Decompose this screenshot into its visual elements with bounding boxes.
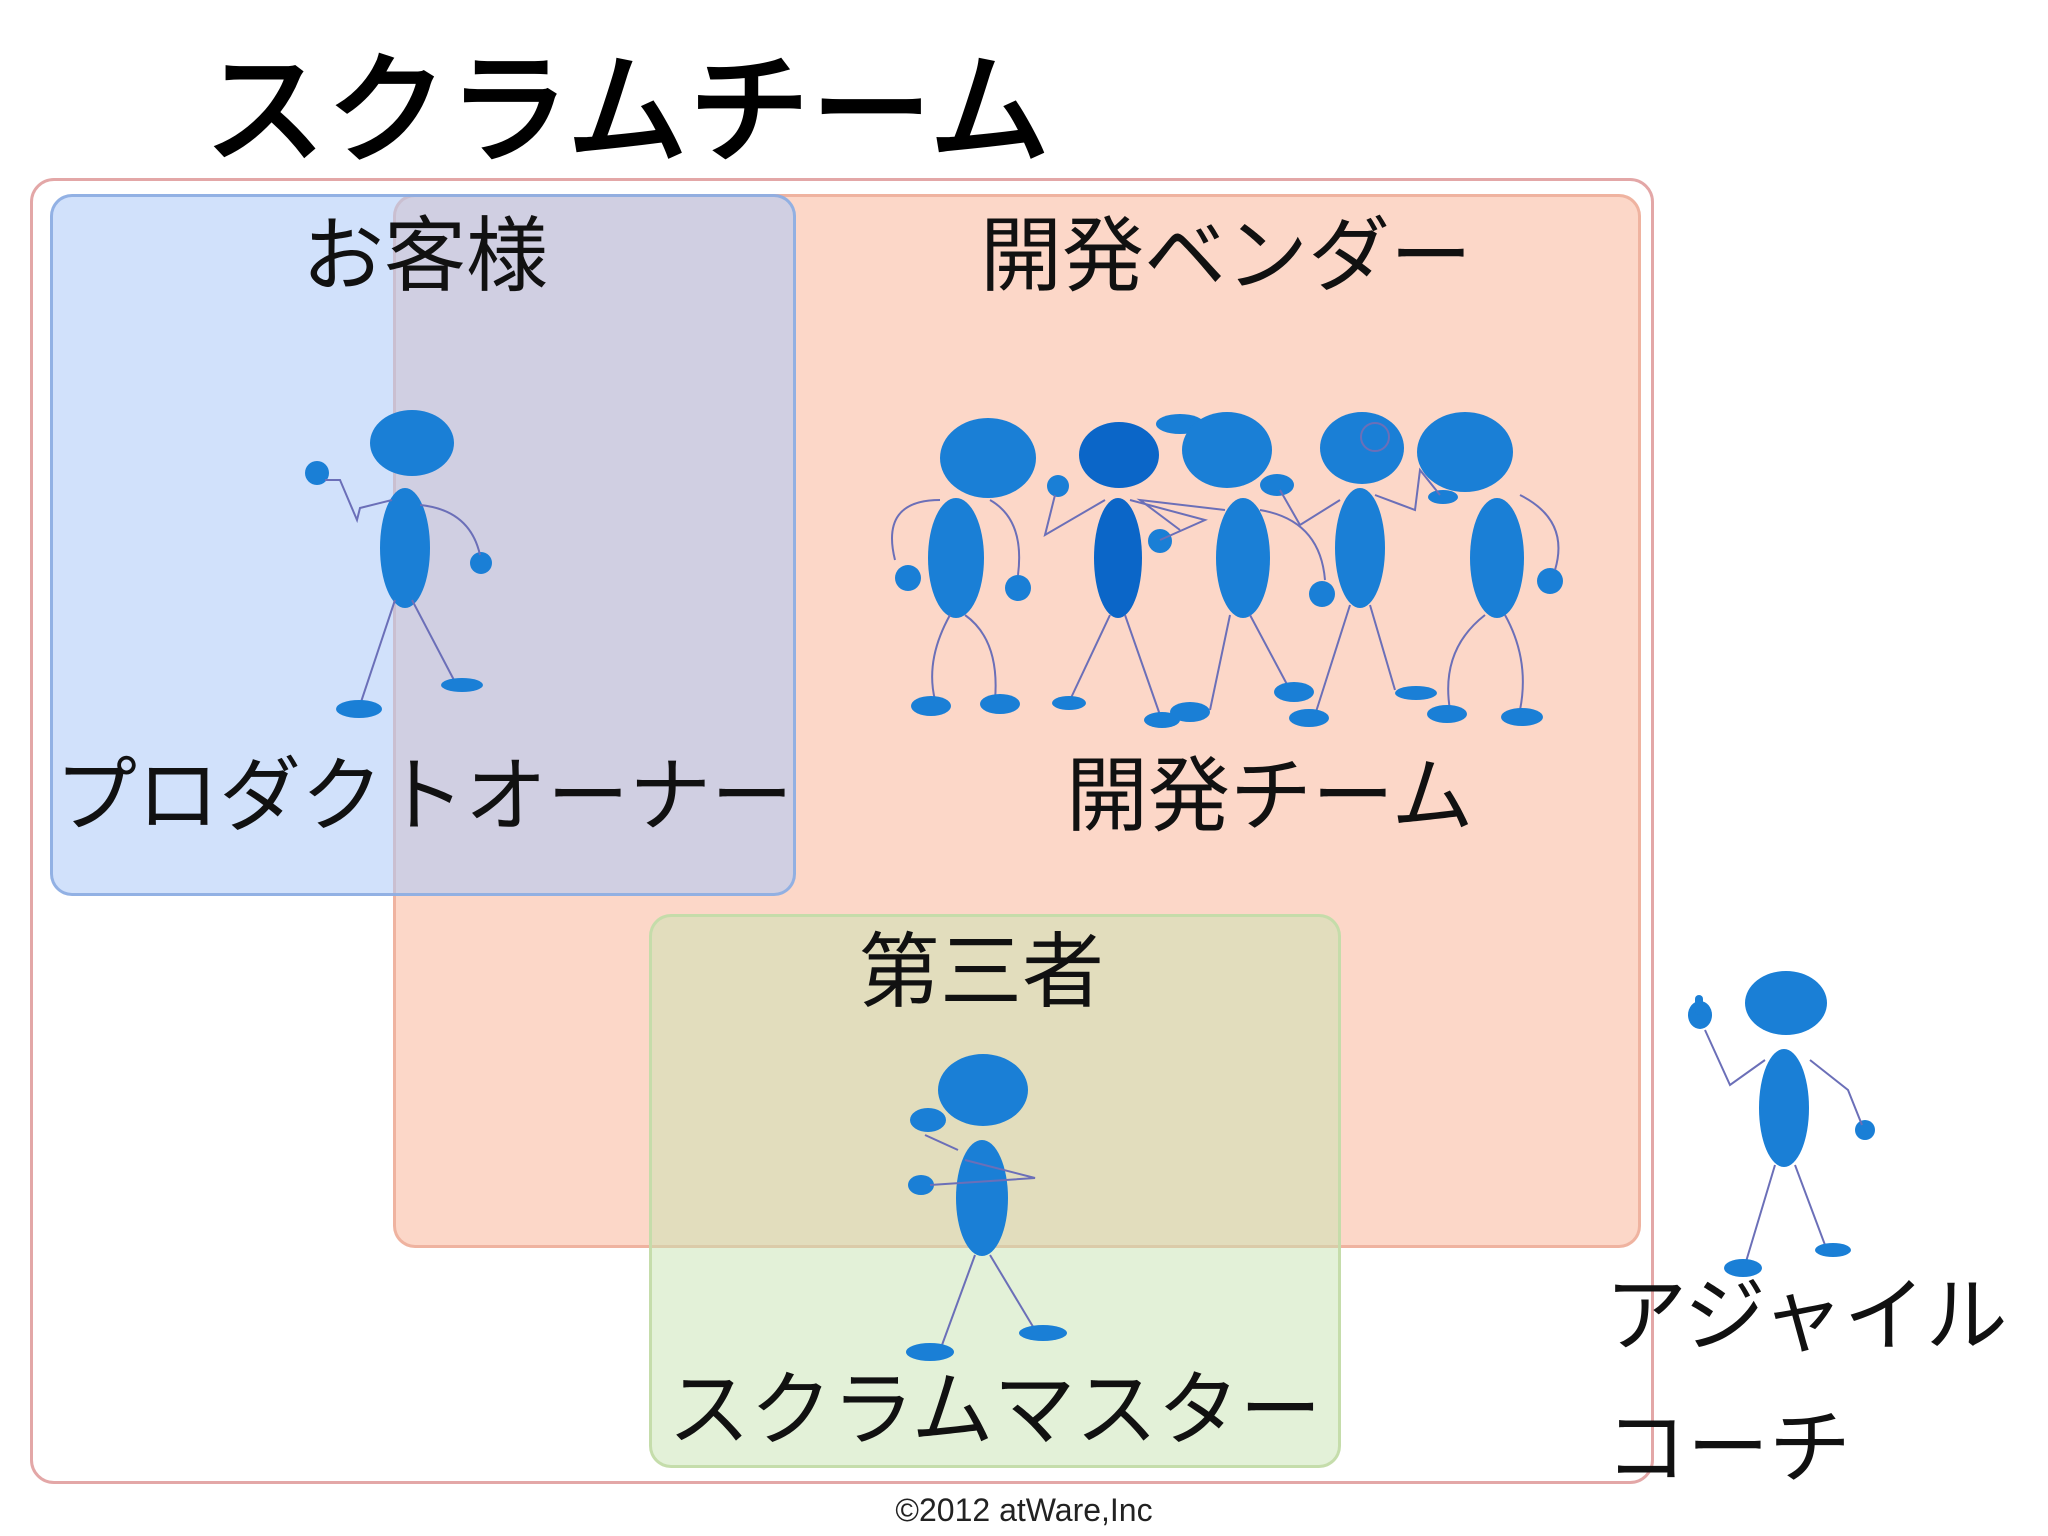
dev-team-label: 開発チーム	[1066, 749, 1474, 844]
slide-title: スクラムチーム	[205, 42, 1052, 181]
third-party-label: 第三者	[858, 925, 1105, 1020]
agile-coach-label-line2: コーチ	[1605, 1401, 1852, 1496]
agile-coach-figure	[1688, 971, 1875, 1277]
product-owner-label: プロダクトオーナー	[55, 749, 794, 844]
product-owner-figure	[305, 410, 492, 718]
customer-label: お客様	[302, 209, 549, 304]
copyright: ©2012 atWare,Inc	[895, 1492, 1153, 1528]
vendor-label: 開発ベンダー	[980, 209, 1473, 304]
scrum-master-figure	[906, 1054, 1067, 1361]
scrum-master-label: スクラムマスター	[668, 1363, 1322, 1458]
agile-coach-label-line1: アジャイル	[1605, 1269, 2008, 1364]
scrum-team-boundary	[30, 178, 1654, 1484]
dev-team-figures	[891, 412, 1563, 728]
